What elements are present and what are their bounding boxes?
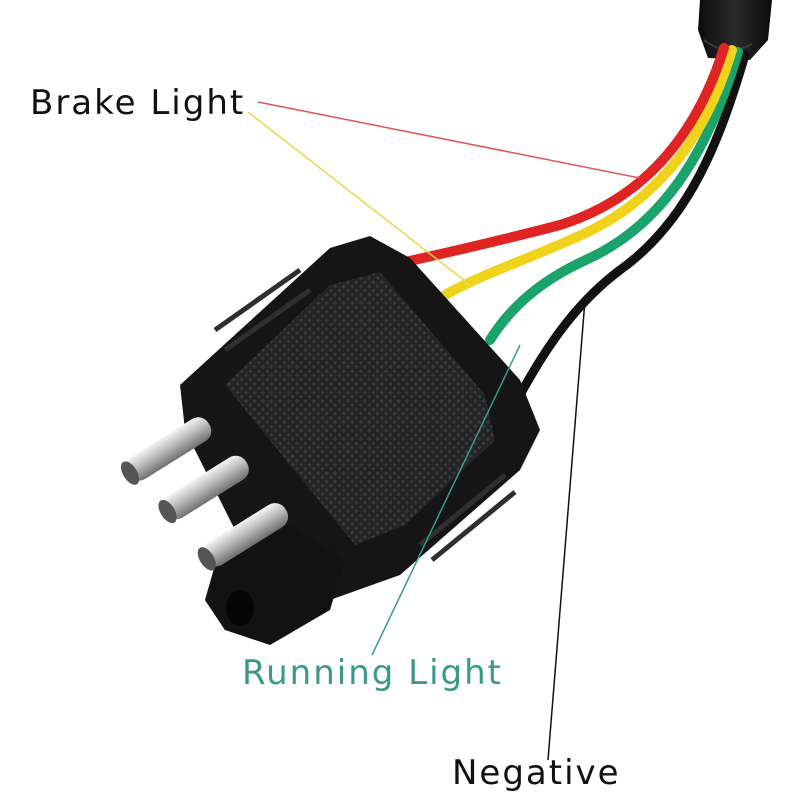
wire-black — [515, 50, 750, 400]
negative-leader — [547, 299, 586, 761]
pin-2 — [158, 455, 249, 524]
connector-pins — [120, 417, 289, 571]
wire-yellow — [440, 45, 737, 300]
brake-light-label: Brake Light — [30, 83, 246, 123]
running-light-label: Running Light — [242, 653, 503, 693]
wire-green — [485, 47, 743, 345]
connector-housing — [180, 236, 540, 645]
running-leader — [371, 344, 521, 656]
pin-3 — [197, 503, 289, 571]
brake-leader-yellow — [247, 111, 471, 286]
wire-bundle — [400, 43, 750, 400]
wire-red — [400, 43, 729, 267]
knurled-grip — [225, 272, 495, 545]
brake-leader-red — [257, 101, 641, 179]
pin-1 — [120, 417, 212, 485]
leader-lines — [247, 101, 641, 761]
negative-label: Negative — [452, 753, 621, 793]
